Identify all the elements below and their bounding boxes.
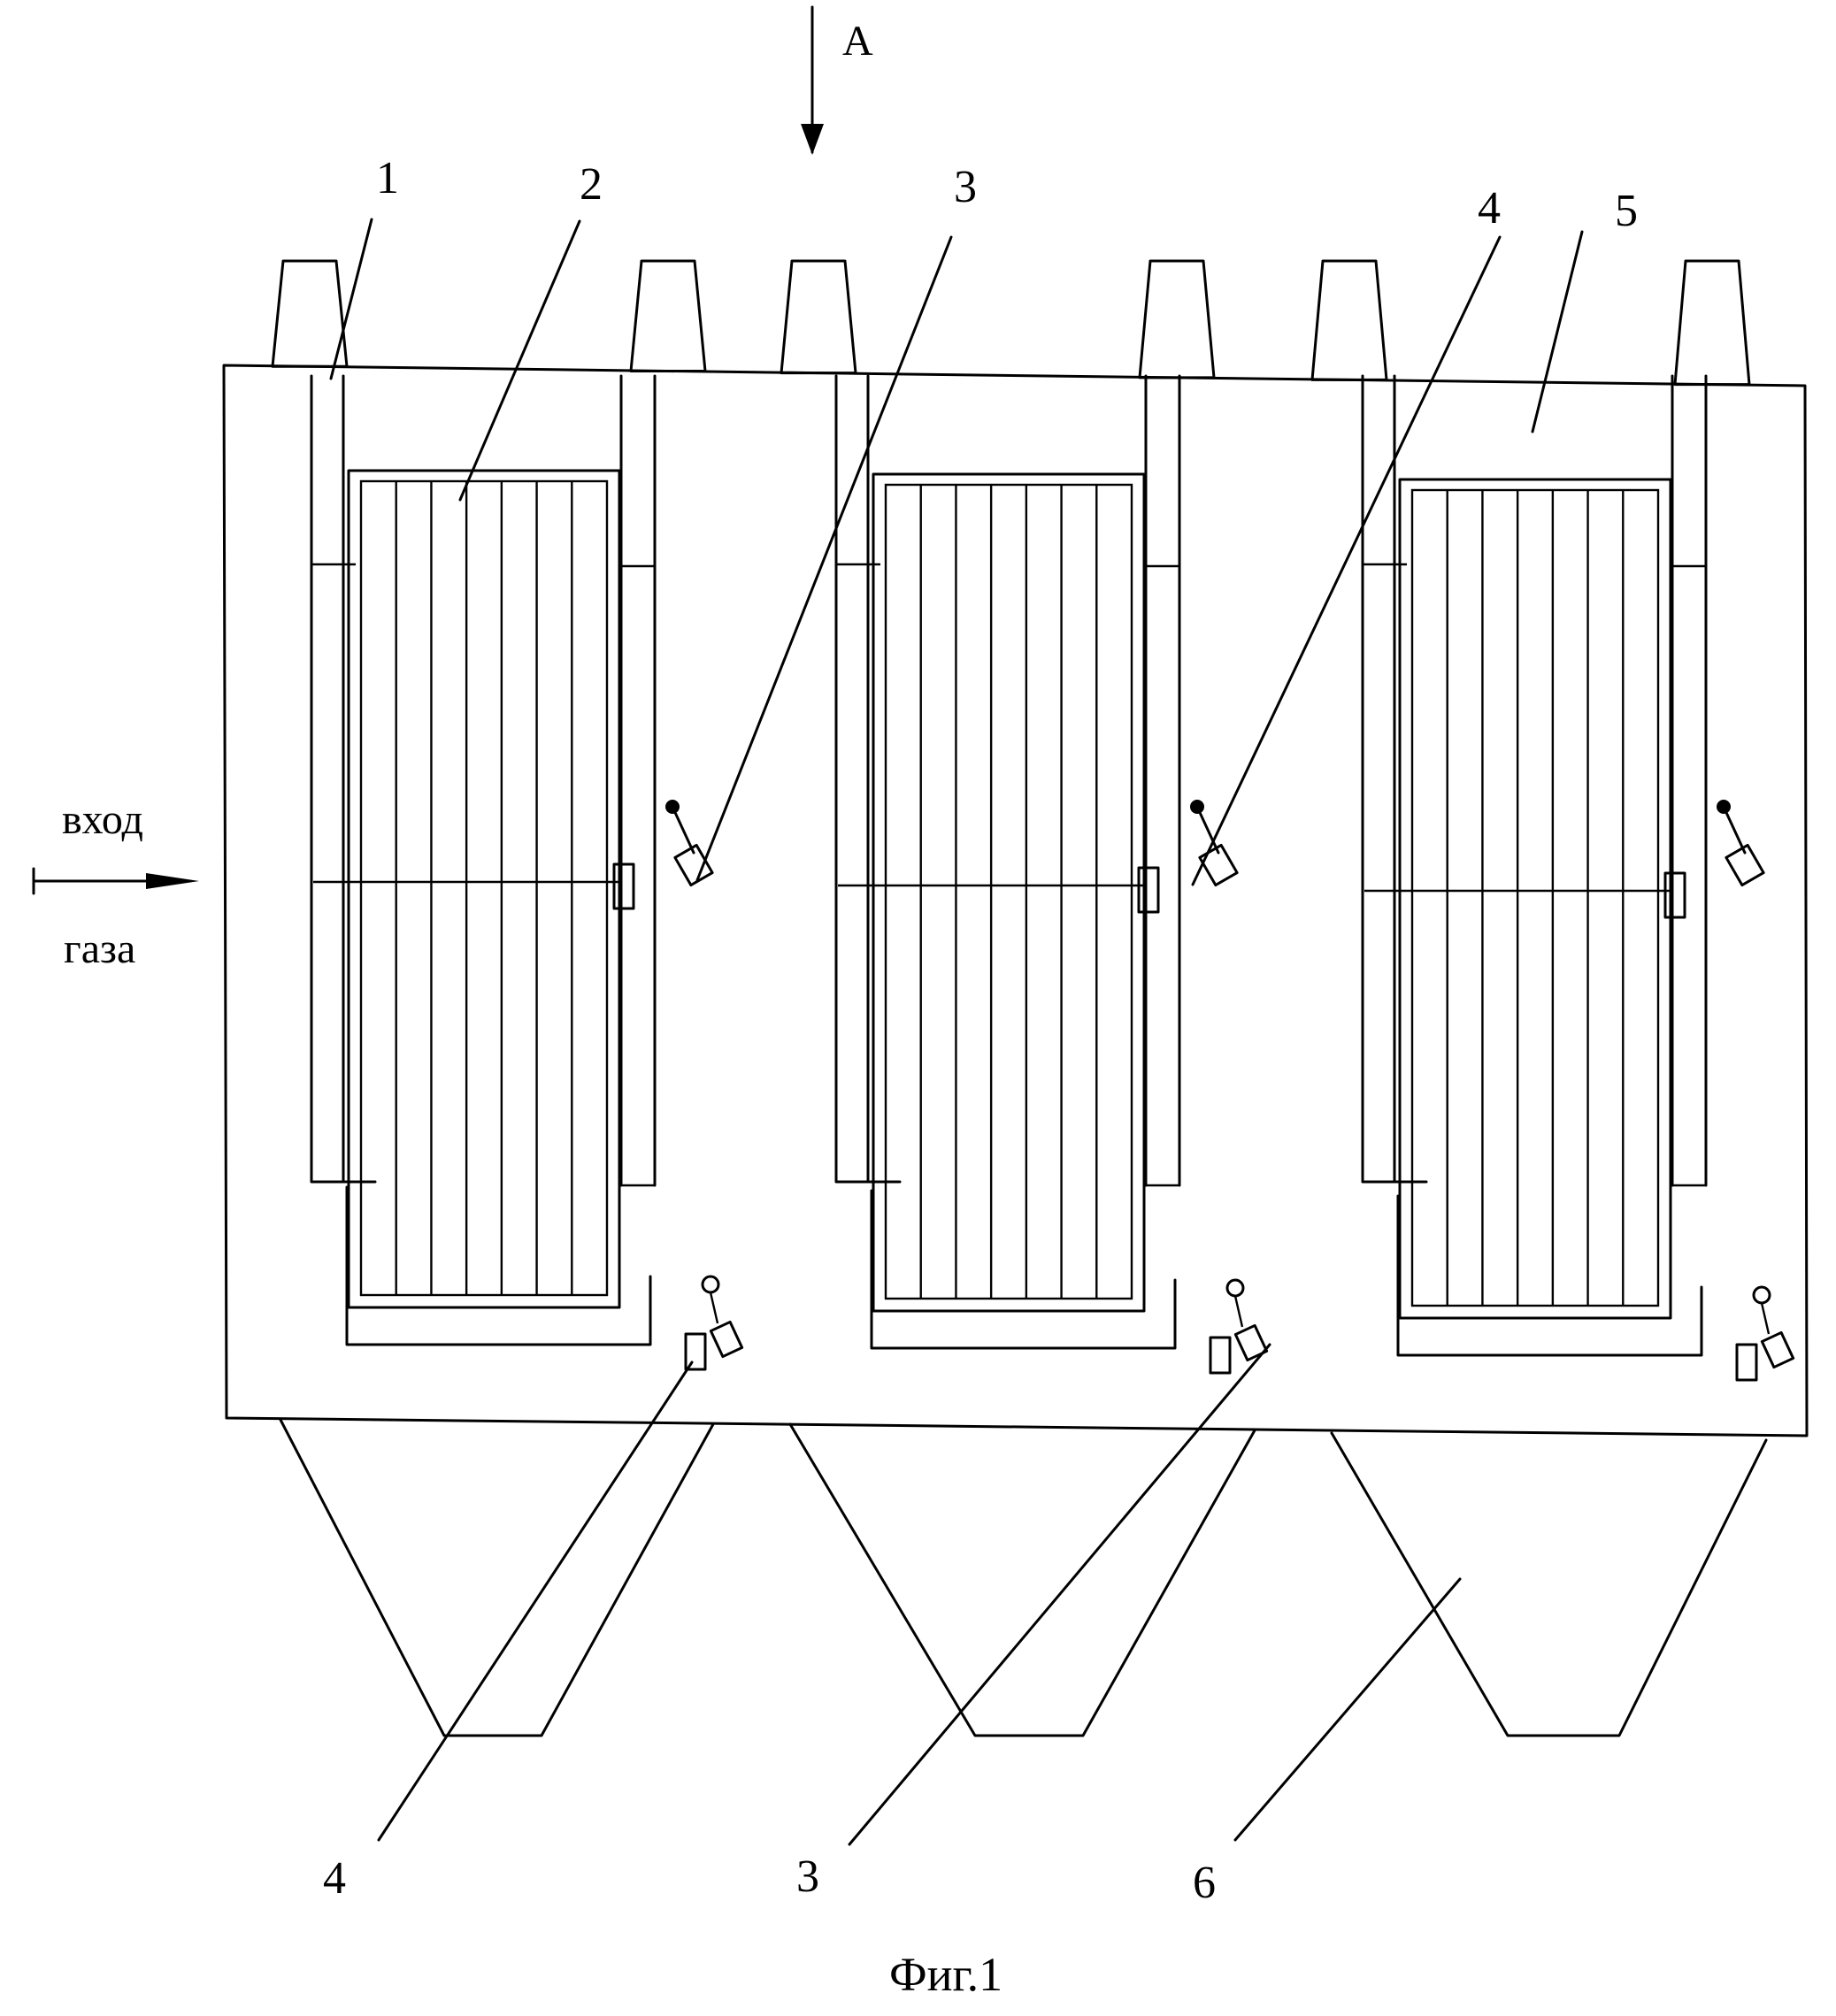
collector-frame [872, 1191, 1175, 1348]
collector-frame [347, 1187, 650, 1345]
housing [224, 365, 1807, 1436]
figure-caption: Фиг.1 [889, 1948, 1003, 2001]
stack-5 [1312, 261, 1387, 379]
callout-3-bottom: 3 [796, 1851, 819, 1902]
gas-inlet: вход газа [34, 796, 199, 972]
discharge-valve [1737, 1345, 1756, 1380]
cartridge-inner-frame [1412, 490, 1658, 1306]
callout-4-top: 4 [1478, 183, 1501, 234]
cartridge-frame [349, 471, 619, 1307]
valve-stem [1235, 1296, 1242, 1327]
cartridge-frame [1400, 479, 1671, 1318]
actuator-arm [672, 807, 694, 853]
valve-stem [1762, 1303, 1769, 1334]
stack-4 [1140, 261, 1214, 378]
cartridge-inner-frame [886, 485, 1132, 1299]
stack-6 [1675, 261, 1749, 385]
filter-section-3 [1363, 376, 1794, 1380]
cartridge-inner-frame [361, 481, 607, 1295]
hopper-1 [280, 1420, 713, 1736]
actuator-arm [1197, 807, 1218, 853]
actuator-arm [1724, 807, 1745, 853]
valve-actuator [1762, 1332, 1793, 1367]
hoppers [280, 1420, 1766, 1736]
cartridge-frame [873, 474, 1144, 1311]
valve-handwheel [1754, 1287, 1770, 1303]
view-arrow-a: A [801, 7, 873, 155]
valve-actuator [711, 1322, 741, 1356]
stack-3 [781, 261, 856, 373]
discharge-valve [1210, 1338, 1230, 1373]
filter-section-2 [836, 376, 1267, 1373]
callout-6: 6 [1193, 1858, 1216, 1908]
discharge-valve [686, 1334, 705, 1369]
inlet-label-top: вход [62, 796, 143, 843]
hopper-2 [790, 1424, 1255, 1736]
valve-box [614, 864, 634, 908]
valve-stem [711, 1292, 718, 1323]
callout-1: 1 [376, 153, 399, 203]
filter-section-1 [311, 376, 742, 1369]
collector-frame [1398, 1196, 1702, 1355]
callout-5: 5 [1615, 186, 1638, 236]
stacks [273, 261, 1749, 385]
valve-box [1139, 868, 1158, 912]
callout-3-top: 3 [954, 162, 977, 212]
valve-handwheel [1227, 1280, 1243, 1296]
stack-1 [273, 261, 347, 366]
callout-4-bottom: 4 [323, 1853, 346, 1904]
stack-2 [631, 261, 705, 371]
valve-handwheel [703, 1276, 718, 1292]
callouts: 1 2 3 4 5 3 4 6 [323, 153, 1638, 1908]
hopper-3 [1332, 1433, 1766, 1736]
view-arrow-label: A [842, 18, 873, 65]
valve-box [1665, 873, 1685, 917]
callout-2: 2 [580, 159, 603, 210]
inlet-label-bottom: газа [64, 925, 135, 972]
filter-sections [311, 376, 1794, 1380]
